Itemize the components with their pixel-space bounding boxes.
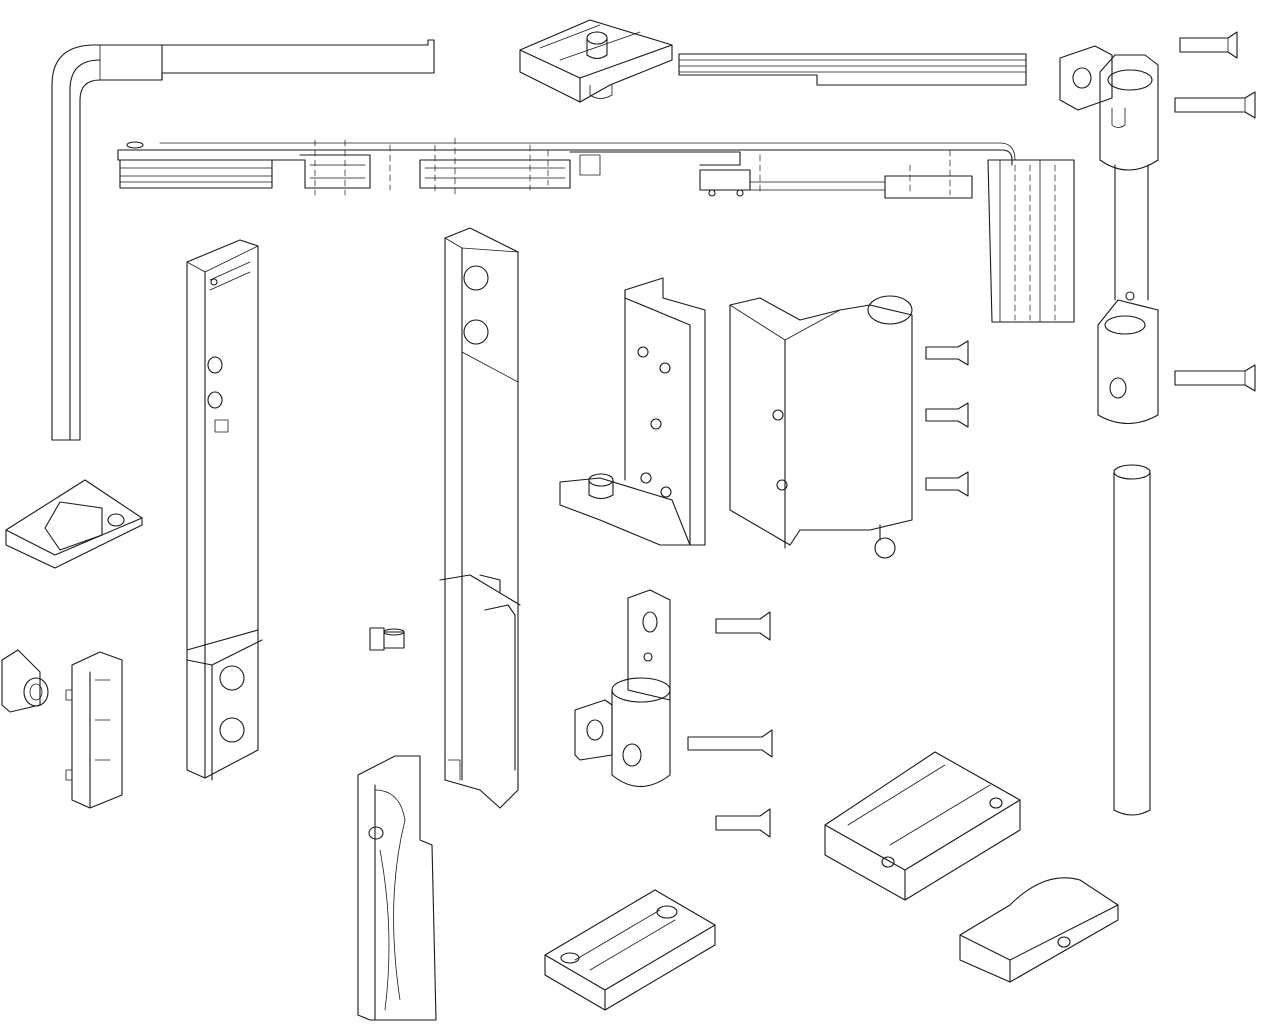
hinge-plate-upper: [559, 277, 706, 546]
screw-lower-2: [687, 729, 773, 758]
hinge-leaf-knuckle: [729, 295, 913, 559]
slide-block-top: [519, 19, 673, 103]
corner-hinge-top: [1059, 45, 1159, 424]
screw-center-1: [925, 340, 969, 366]
screw-lower-1: [715, 611, 771, 641]
bushing-small: [369, 627, 405, 651]
pin-bar-right: [1113, 464, 1151, 816]
sash-hinge-left: [186, 239, 263, 781]
drive-rod-assembly: [117, 137, 1016, 199]
keeper-block-bottom: [544, 889, 716, 1011]
screw-top-right-2: [1174, 91, 1256, 119]
screw-right-3: [1174, 364, 1256, 392]
flat-bar-top: [678, 53, 1027, 86]
cam-lever: [357, 755, 437, 1021]
locking-strip-left: [65, 651, 123, 809]
roller-cam-left: [1, 649, 49, 713]
frame-hinge-middle: [439, 227, 521, 809]
keeper-rounded: [959, 877, 1119, 983]
profile-section-right: [987, 159, 1075, 323]
striker-block-left: [5, 479, 143, 569]
screw-center-3: [925, 471, 969, 497]
screw-top-right-1: [1179, 31, 1238, 59]
corner-profile-l: [51, 39, 435, 441]
screw-lower-3: [715, 808, 771, 838]
keeper-block-large: [824, 751, 1021, 901]
corner-hinge-lower: [574, 589, 671, 787]
screw-center-2: [925, 402, 969, 428]
